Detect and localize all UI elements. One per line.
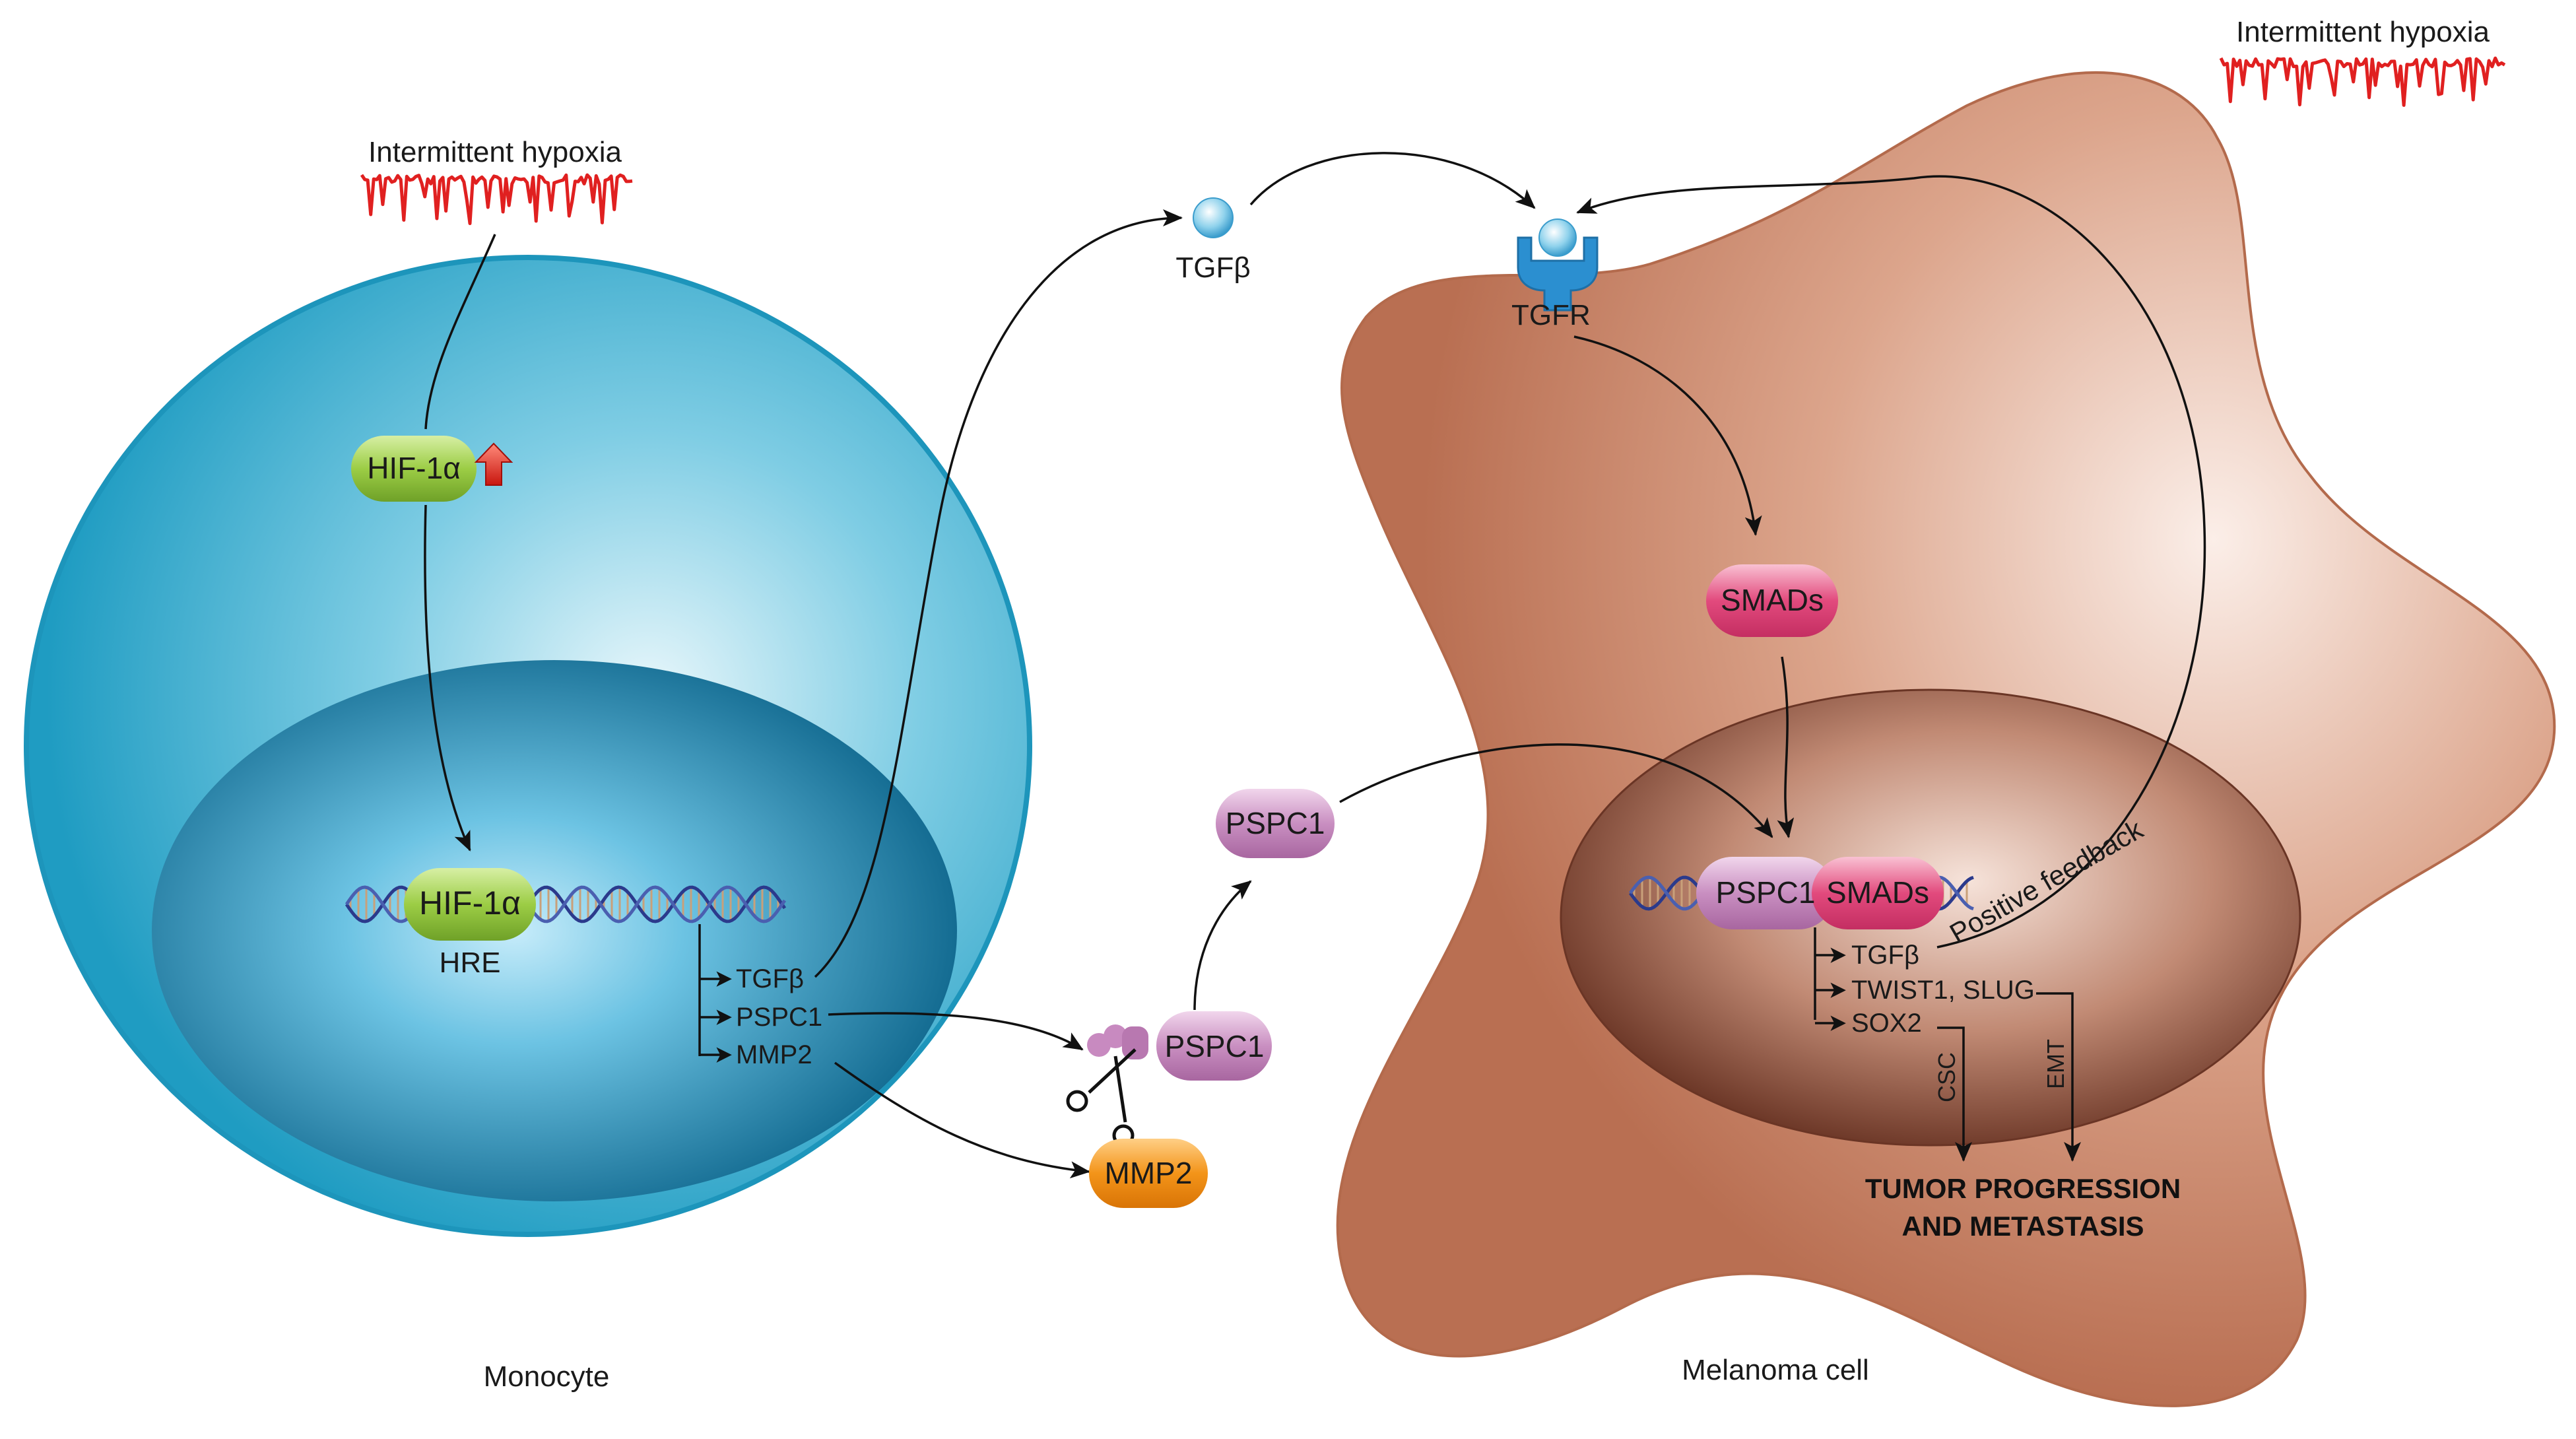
- outcome-line1: TUMOR PROGRESSION: [1865, 1173, 2181, 1204]
- pspc1-bound-label: PSPC1: [1165, 1029, 1265, 1063]
- arrow-tgfb-to-tgfr: [1249, 152, 1536, 209]
- hre-label: HRE: [440, 947, 501, 979]
- hif1a-cytoplasm-pill: HIF-1α: [351, 436, 477, 502]
- arrow-tgfb-secretion: [814, 209, 1183, 978]
- hypoxia-trace-right: [2219, 56, 2506, 107]
- melanoma-gene-tgfb: TGFβ: [1851, 941, 1919, 970]
- pspc1-smads-complex: PSPC1 SMADs: [1696, 857, 1944, 929]
- monocyte-nucleus: [152, 660, 957, 1201]
- arrow-pspc1-release: [1193, 880, 1252, 1011]
- mmp2-pill: MMP2: [1089, 1139, 1208, 1208]
- pspc1-secreted-pill: PSPC1: [1216, 789, 1335, 858]
- hif1a-nucleus-pill: HIF-1α: [404, 868, 536, 941]
- hypoxia-label-right: Intermittent hypoxia: [2236, 16, 2490, 48]
- upregulation-arrow-icon: [474, 442, 513, 486]
- hypoxia-label-left: Intermittent hypoxia: [368, 136, 622, 168]
- melanoma-gene-twist-slug: TWIST1, SLUG: [1851, 976, 2035, 1005]
- tgfb-ligand-icon: [1193, 197, 1234, 238]
- tgfr-label: TGFR: [1511, 299, 1591, 331]
- melanoma-gene-sox2: SOX2: [1851, 1009, 1922, 1038]
- scissors-icon: [1066, 1048, 1137, 1147]
- arrow-emt: [2036, 992, 2081, 1162]
- smads-cytoplasm-label: SMADs: [1721, 583, 1824, 617]
- emt-label: EMT: [2042, 1039, 2069, 1089]
- arrow-tgfr-to-smads: [1573, 335, 1762, 536]
- hif1a-nucleus-label: HIF-1α: [419, 885, 521, 921]
- arrow-hypoxia-to-hif: [424, 234, 496, 430]
- arrow-hif-to-hre: [424, 504, 471, 852]
- arrow-mmp2-gene: [834, 1061, 1090, 1179]
- pspc1-bound-complex: PSPC1: [1087, 1011, 1272, 1081]
- mmp2-label: MMP2: [1105, 1156, 1193, 1190]
- csc-label: CSC: [1933, 1052, 1960, 1102]
- arrow-csc: [1937, 1026, 1972, 1162]
- arrows: [424, 152, 2206, 1179]
- monocyte-gene-mmp2: MMP2: [736, 1040, 812, 1069]
- melanoma-label: Melanoma cell: [1682, 1354, 1869, 1386]
- smads-nucleus-label: SMADs: [1826, 875, 1929, 910]
- hif1a-cytoplasm-label: HIF-1α: [367, 451, 461, 485]
- smads-cytoplasm-pill: SMADs: [1706, 564, 1838, 637]
- arrow-positive-feedback: [1576, 175, 2206, 949]
- outcome-line2: AND METASTASIS: [1901, 1211, 2144, 1242]
- pspc1-nucleus-label: PSPC1: [1716, 875, 1816, 910]
- monocyte-gene-pspc1: PSPC1: [736, 1003, 822, 1032]
- pspc1-secreted-label: PSPC1: [1226, 806, 1325, 840]
- hypoxia-trace-left: [360, 173, 633, 225]
- tgfb-ligand-label: TGFβ: [1175, 251, 1250, 284]
- tgfr-receptor-icon: [1517, 218, 1599, 312]
- arrow-smads-to-nucleus: [1777, 656, 1795, 838]
- monocyte-label: Monocyte: [484, 1360, 610, 1393]
- arrow-pspc1-to-nucleus: [1339, 743, 1773, 838]
- monocyte-gene-tgfb: TGFβ: [736, 964, 804, 993]
- arrow-pspc1-gene: [828, 1012, 1084, 1051]
